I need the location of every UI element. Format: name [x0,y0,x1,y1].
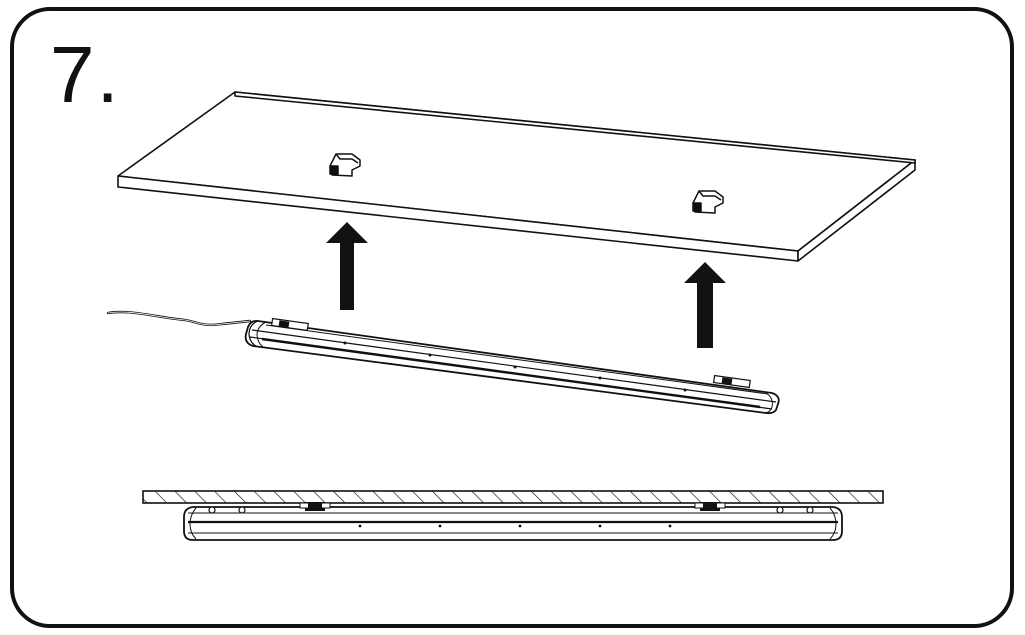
ceiling-section [142,490,884,504]
mounted-light-fixture [183,502,843,541]
mounting-clip-icon [329,153,361,177]
step-number: 7. [50,30,121,119]
batten-light-fixture [244,317,780,415]
mounting-clip-icon [692,190,724,214]
up-arrow-icon [684,262,726,348]
up-arrow-icon [326,222,368,310]
